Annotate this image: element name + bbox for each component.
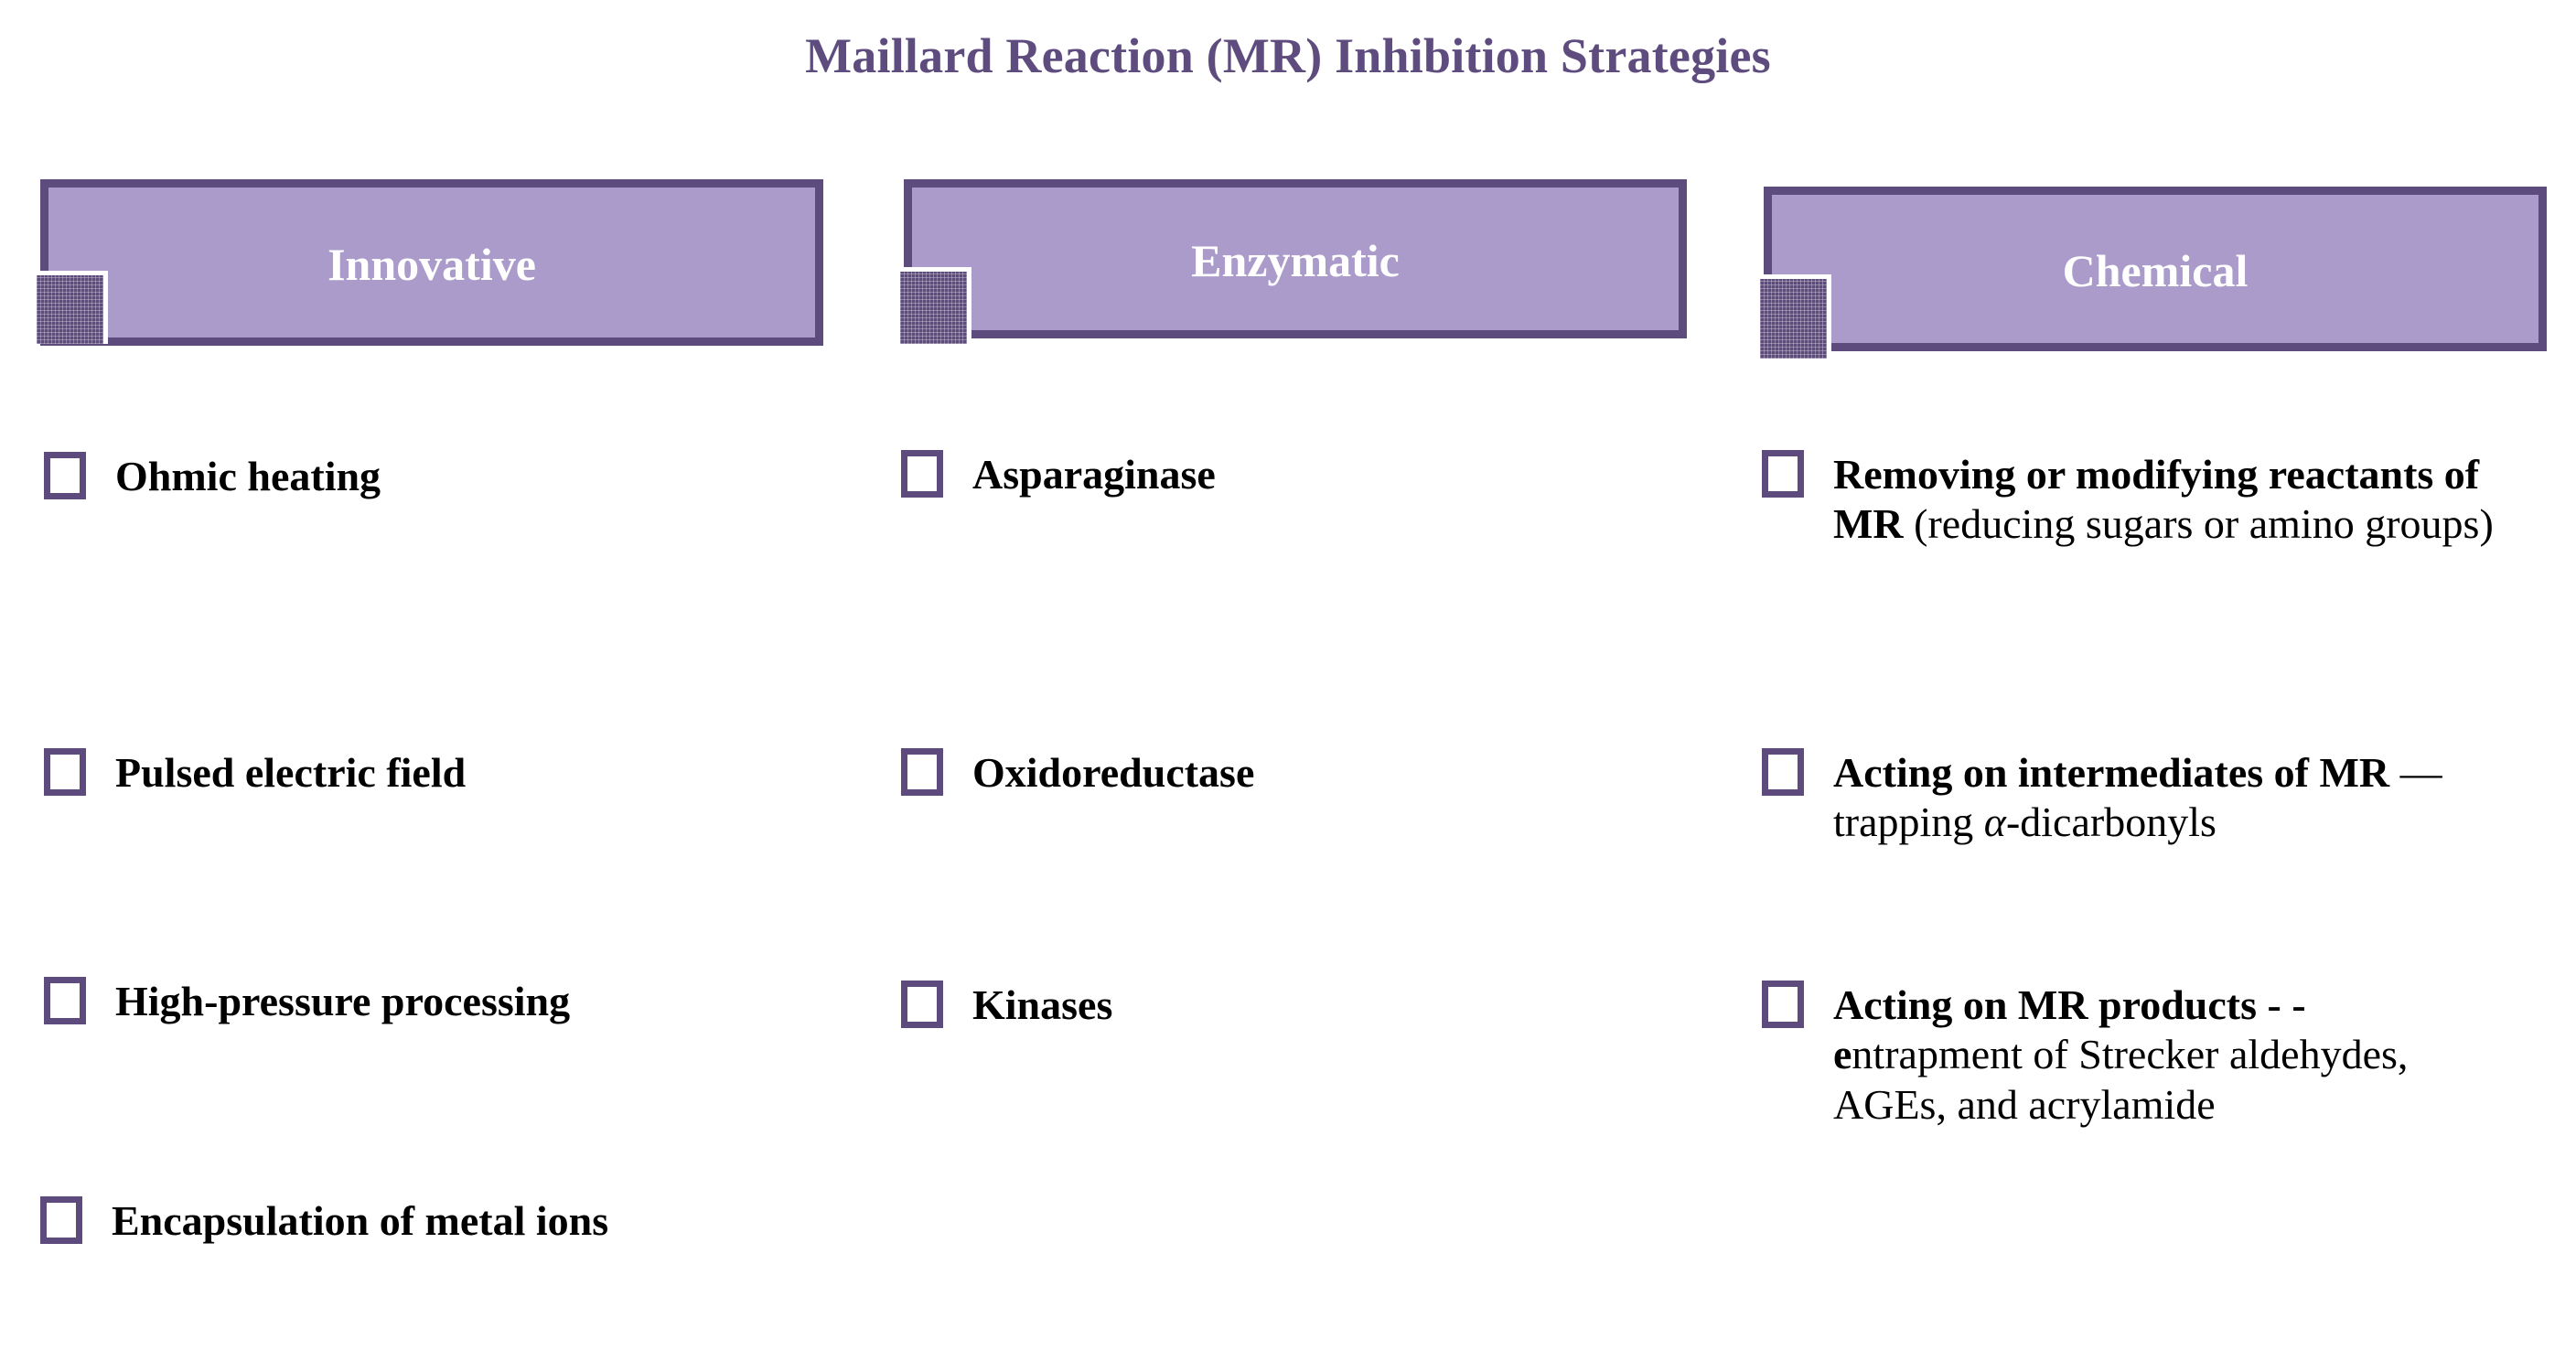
list-item-bold-text: Asparaginase <box>972 451 1216 498</box>
list-item[interactable]: Encapsulation of metal ions <box>40 1196 754 1246</box>
list-item-bold-text: Acting on MR products - - e <box>1833 981 2306 1078</box>
list-item-bold-text: Encapsulation of metal ions <box>112 1197 609 1244</box>
list-item-regular-text-pre: — trapping <box>1833 749 2442 846</box>
column-header-label-chemical: Chemical <box>2062 245 2249 296</box>
checkbox-icon[interactable] <box>44 748 86 796</box>
list-item[interactable]: Acting on MR products - - entrapment of … <box>1762 981 2494 1130</box>
column-header-label-innovative: Innovative <box>327 239 536 290</box>
list-item-label: High-pressure processing <box>115 977 849 1026</box>
header-tab-enzymatic-icon <box>900 267 971 344</box>
checkbox-icon[interactable] <box>44 977 86 1024</box>
column-header-innovative[interactable]: Innovative <box>40 179 823 346</box>
checkbox-icon[interactable] <box>901 450 943 498</box>
list-item[interactable]: Acting on intermediates of MR — trapping… <box>1762 748 2494 848</box>
list-item-bold-text: Oxidoreductase <box>972 749 1255 796</box>
header-tab-innovative-icon <box>37 271 108 344</box>
list-item-label: Acting on MR products - - entrapment of … <box>1833 981 2494 1130</box>
list-item-bold-text: Pulsed electric field <box>115 749 467 796</box>
list-item-bold-text: Removing or modifying reactants of MR <box>1833 451 2480 548</box>
list-item-label: Kinases <box>972 981 1633 1030</box>
list-item-label: Pulsed electric field <box>115 748 831 798</box>
checkbox-icon[interactable] <box>44 452 86 499</box>
list-item[interactable]: Removing or modifying reactants of MR (r… <box>1762 450 2494 550</box>
column-header-label-enzymatic: Enzymatic <box>1191 235 1400 286</box>
alpha-symbol: α <box>1983 798 2006 846</box>
column-header-enzymatic[interactable]: Enzymatic <box>904 179 1687 338</box>
checkbox-icon[interactable] <box>1762 748 1804 796</box>
list-item-label: Encapsulation of metal ions <box>112 1196 754 1246</box>
list-item-regular-text: ntrapment of Strecker aldehydes, AGEs, a… <box>1833 1031 2409 1128</box>
list-item-bold-text: Acting on intermediates of MR <box>1833 749 2390 796</box>
list-item[interactable]: Kinases <box>901 981 1633 1030</box>
list-item-label: Asparaginase <box>972 450 1633 499</box>
list-item-label: Acting on intermediates of MR — trapping… <box>1833 748 2494 848</box>
list-item[interactable]: Ohmic heating <box>44 452 831 501</box>
checkbox-icon[interactable] <box>40 1196 82 1244</box>
list-item-label: Ohmic heating <box>115 452 831 501</box>
list-item-label: Oxidoreductase <box>972 748 1633 798</box>
list-item-bold-text: Kinases <box>972 981 1113 1028</box>
page-title: Maillard Reaction (MR) Inhibition Strate… <box>805 28 1771 83</box>
column-header-chemical[interactable]: Chemical <box>1764 187 2547 351</box>
list-item[interactable]: High-pressure processing <box>44 977 849 1026</box>
list-item[interactable]: Oxidoreductase <box>901 748 1633 798</box>
list-item-bold-text: Ohmic heating <box>115 453 381 499</box>
checkbox-icon[interactable] <box>1762 981 1804 1028</box>
checkbox-icon[interactable] <box>901 981 943 1028</box>
list-item[interactable]: Asparaginase <box>901 450 1633 499</box>
checkbox-icon[interactable] <box>901 748 943 796</box>
checkbox-icon[interactable] <box>1762 450 1804 498</box>
list-item[interactable]: Pulsed electric field <box>44 748 831 798</box>
list-item-regular-text: (reducing sugars or amino groups) <box>1903 500 2494 548</box>
list-item-regular-text-post: -dicarbonyls <box>2005 798 2216 846</box>
list-item-bold-text: High-pressure processing <box>115 978 571 1024</box>
list-item-label: Removing or modifying reactants of MR (r… <box>1833 450 2494 550</box>
header-tab-chemical-icon <box>1760 274 1831 359</box>
